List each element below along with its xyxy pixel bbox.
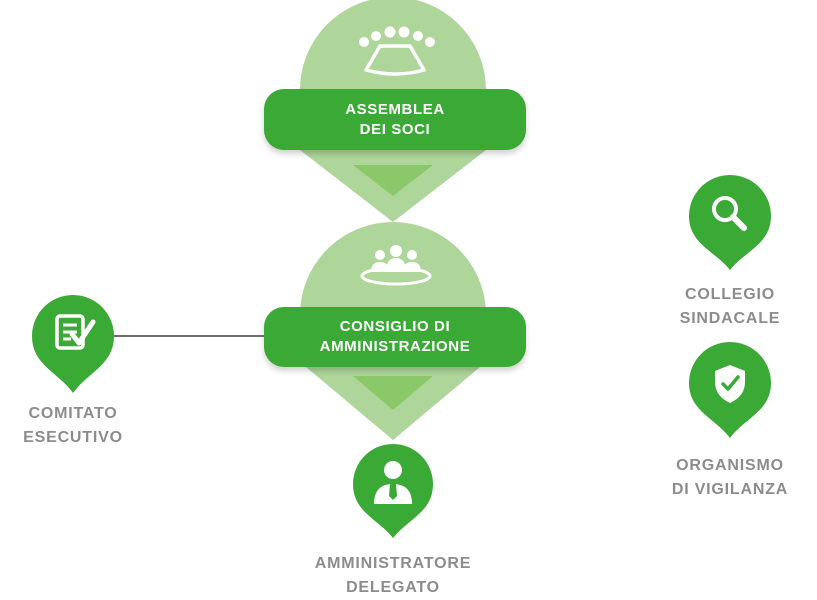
collegio-pin — [689, 175, 771, 270]
amministratore-label: AMMINISTRATORE DELEGATO — [283, 552, 503, 600]
assemblea-line1: ASSEMBLEA — [345, 100, 445, 118]
consiglio-line1: CONSIGLIO DI — [339, 318, 451, 335]
collegio-line1: COLLEGIO — [685, 286, 775, 303]
comitato-label: COMITATO ESECUTIVO — [0, 402, 146, 450]
organismo-line2: DI VIGILANZA — [671, 481, 789, 498]
collegio-label: COLLEGIO SINDACALE — [660, 283, 800, 331]
meeting-icon — [359, 26, 435, 76]
search-icon — [712, 196, 747, 231]
consiglio-line2: AMMINISTRAZIONE — [319, 338, 471, 355]
assemblea-band[interactable]: ASSEMBLEA DEI SOCI — [264, 89, 526, 150]
board-table-icon — [360, 245, 432, 286]
assemblea-line2: DEI SOCI — [359, 120, 431, 138]
comitato-pin — [32, 295, 114, 393]
amministratore-line1: AMMINISTRATORE — [314, 555, 472, 572]
comitato-line1: COMITATO — [28, 405, 118, 422]
checklist-icon — [55, 314, 96, 350]
organismo-label: ORGANISMO DI VIGILANZA — [655, 454, 805, 502]
amministratore-line2: DELEGATO — [346, 579, 440, 596]
shield-check-icon — [715, 365, 745, 403]
organismo-line1: ORGANISMO — [676, 457, 784, 474]
consiglio-band[interactable]: CONSIGLIO DI AMMINISTRAZIONE — [264, 307, 526, 367]
comitato-line2: ESECUTIVO — [23, 429, 123, 446]
person-icon — [374, 461, 412, 504]
collegio-line2: SINDACALE — [679, 310, 781, 327]
